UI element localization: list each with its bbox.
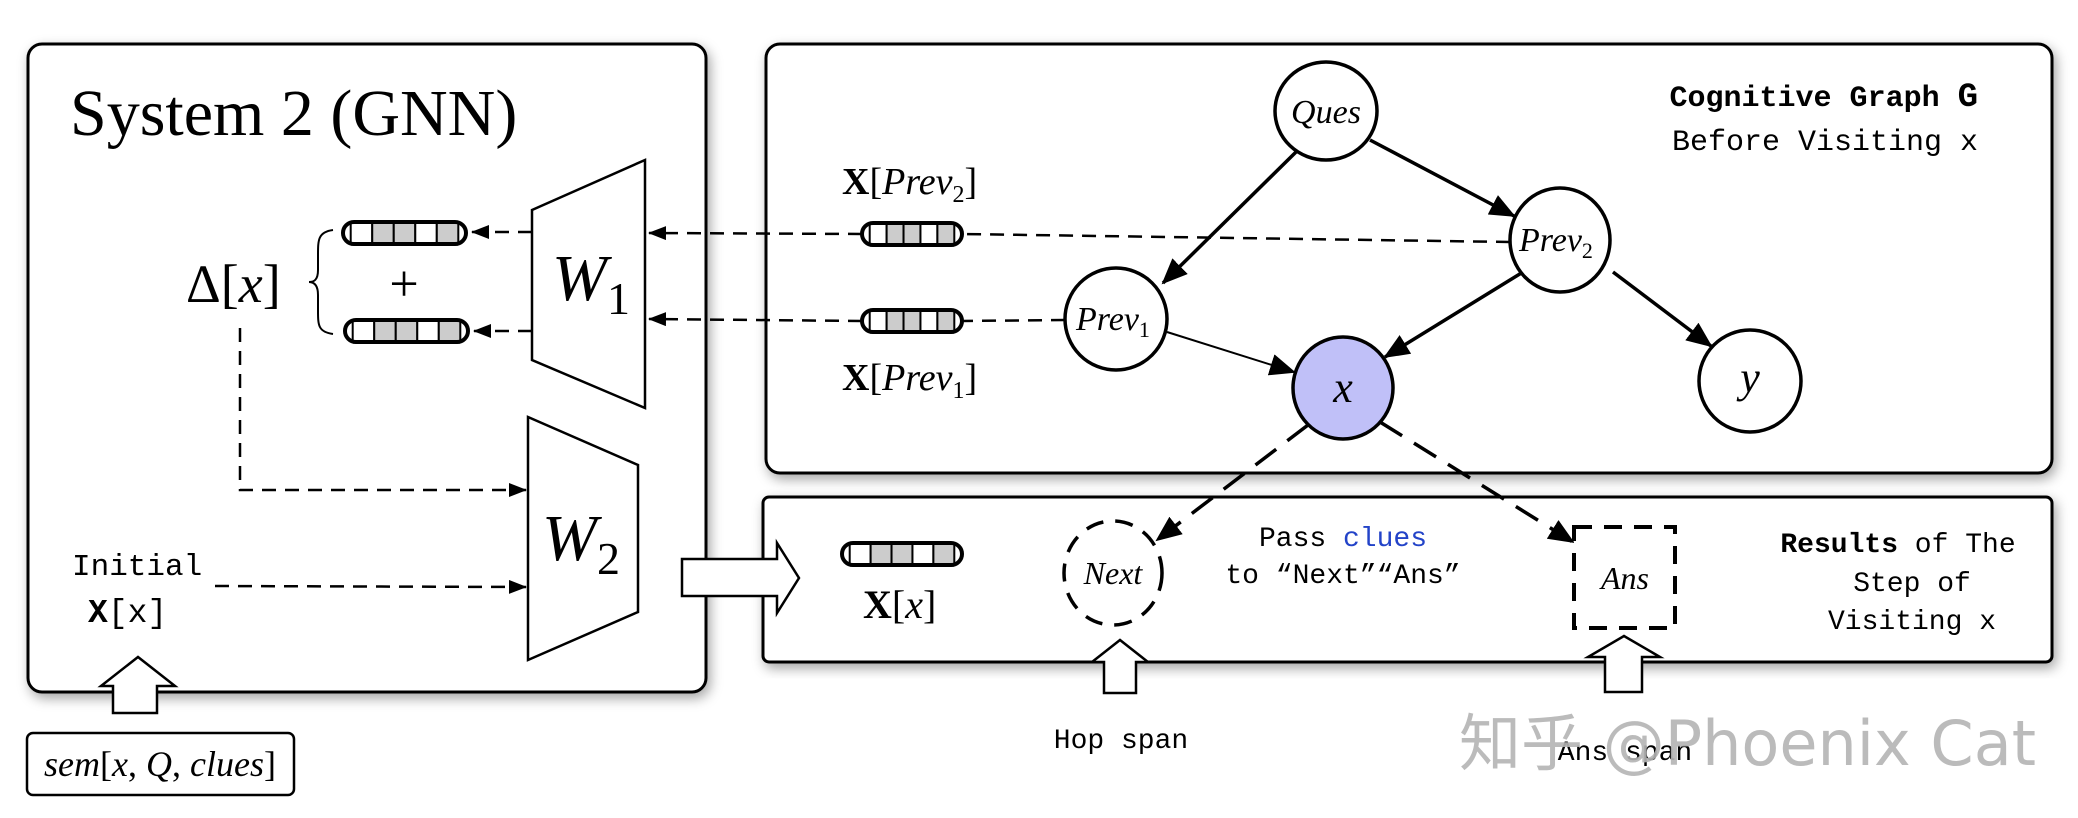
- x-vector-label: X[x]: [863, 582, 936, 627]
- vector-cell: [902, 222, 922, 246]
- ans-span-arrow: [1583, 634, 1665, 694]
- vector-cell: [349, 221, 374, 245]
- node-ques: Ques: [1273, 60, 1379, 162]
- edge-prev1-x: [1166, 331, 1296, 376]
- node-ques-label: Ques: [1291, 94, 1361, 131]
- w1-trapezoid: [530, 158, 647, 410]
- vector-outline: [343, 318, 470, 344]
- w2-trapezoid: [526, 415, 640, 662]
- vector-cell: [373, 319, 397, 343]
- vector-cell: [890, 542, 914, 566]
- node-x: x: [1291, 335, 1395, 441]
- sem-input-arrow: [97, 655, 179, 715]
- sem-input-label: sem[x, Q, clues]: [44, 744, 276, 784]
- vector-cell: [848, 542, 872, 566]
- prev1-vector-to-w1-arrow: [648, 312, 863, 327]
- results-title-line3: Visiting x: [1828, 607, 1996, 638]
- vector-outline: [840, 541, 964, 567]
- graph-title: Cognitive Graph G: [1670, 79, 1978, 117]
- results-title-line1: Results of The: [1780, 530, 2015, 561]
- vector-cell: [868, 309, 888, 333]
- vector-cell: [885, 309, 905, 333]
- prev2-vector: [860, 221, 964, 247]
- vector-cell: [416, 319, 440, 343]
- edge-ques-prev1: [1161, 150, 1298, 285]
- initial-label: Initial: [72, 550, 202, 585]
- prev1-vector: [860, 308, 964, 334]
- prev1-vector-label: X[Prev1]: [842, 357, 977, 404]
- vector-cell: [936, 222, 956, 246]
- node-ans: Ans: [1572, 525, 1677, 630]
- prev2-vector-label: X[Prev2]: [842, 161, 977, 208]
- node-prev2: Prev2: [1508, 186, 1612, 294]
- brace: [308, 229, 334, 335]
- edge-ques-prev2: [1369, 138, 1516, 218]
- watermark: 知乎 @Phoenix Cat: [1459, 707, 2036, 780]
- pass-clues-line2: to “Next”“Ans”: [1225, 561, 1460, 592]
- vector-cell: [919, 222, 939, 246]
- x-vector: [840, 541, 964, 567]
- vector-outline: [341, 220, 468, 246]
- initial-to-w2-arrow: [214, 579, 527, 594]
- edge-prev2-x: [1383, 270, 1524, 359]
- node-x-label: x: [1332, 363, 1353, 412]
- vector-cell: [392, 221, 417, 245]
- w2-label: W2: [542, 502, 620, 584]
- delta-to-w2-arrow: [238, 328, 527, 497]
- delta-vector-top: [341, 220, 468, 246]
- w1-label: W1: [552, 242, 630, 324]
- vector-cell: [885, 222, 905, 246]
- results-title-line2: Step of: [1853, 569, 1971, 600]
- node-y: y: [1697, 328, 1803, 434]
- vector-cell: [936, 309, 956, 333]
- ans-span-label: Ans span: [1558, 738, 1692, 769]
- node-prev2-label: Prev2: [1518, 222, 1593, 263]
- vector-cell: [911, 542, 935, 566]
- plus-sign: +: [389, 256, 418, 313]
- hop-span-label: Hop span: [1054, 726, 1188, 757]
- node-prev1: Prev1: [1063, 266, 1169, 372]
- initial-vector-label: X[x]: [88, 595, 167, 632]
- node-ans-label: Ans: [1599, 560, 1649, 596]
- node-next-label: Next: [1083, 555, 1144, 591]
- vector-cell: [414, 221, 438, 245]
- vector-cell: [919, 309, 939, 333]
- vector-cell: [932, 542, 956, 566]
- edge-prev2-y: [1611, 270, 1713, 348]
- vector-cell: [394, 319, 419, 343]
- pass-clues-line1: Pass clues: [1259, 524, 1427, 555]
- graph-subtitle: Before Visiting x: [1672, 126, 1978, 160]
- delta-vector-bottom: [343, 318, 470, 344]
- vector-cell: [351, 319, 376, 343]
- delta-label: Δ[x]: [186, 254, 281, 314]
- node-y-label: y: [1736, 353, 1760, 402]
- edge-x-next: [1155, 423, 1310, 542]
- prev1-to-w1-dashed: [961, 318, 1066, 323]
- system2-title: System 2 (GNN): [70, 77, 517, 150]
- prev2-vector-to-w1-arrow: [648, 226, 863, 241]
- vector-cell: [902, 309, 922, 333]
- vector-cell: [868, 222, 888, 246]
- vector-cell: [869, 542, 893, 566]
- hop-span-arrow: [1088, 638, 1152, 695]
- node-next: Next: [1062, 519, 1164, 627]
- system2-to-results-arrow: [680, 538, 801, 618]
- vector-cell: [371, 221, 395, 245]
- vector-cell: [435, 221, 460, 245]
- sem-input-box: [25, 731, 296, 797]
- vector-cell: [437, 319, 462, 343]
- node-prev1-label: Prev1: [1075, 301, 1150, 342]
